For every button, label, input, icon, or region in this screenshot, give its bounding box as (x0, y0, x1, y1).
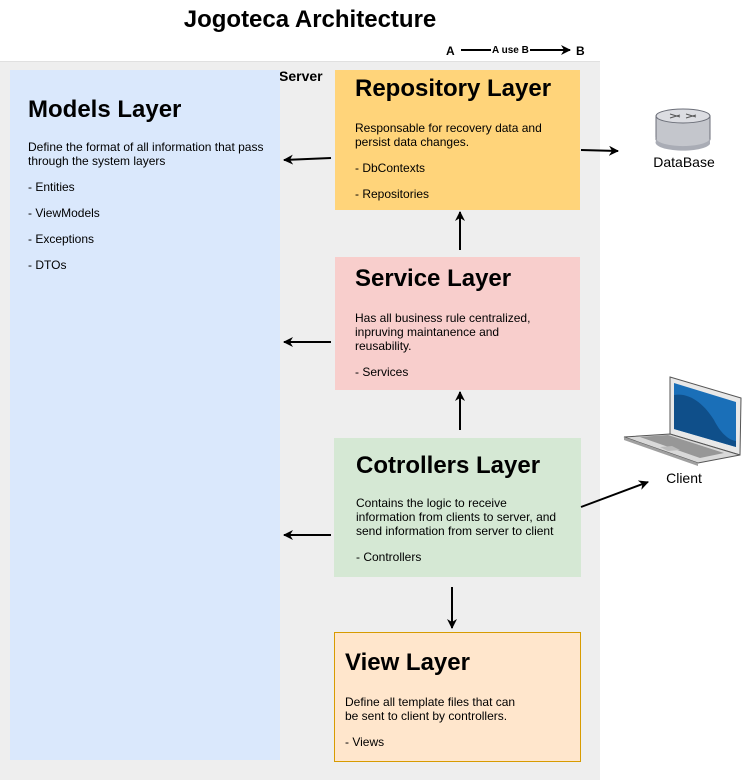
repository-layer-title: Repository Layer (355, 75, 552, 102)
models-item-viewmodels: - ViewModels (28, 205, 100, 220)
models-item-exceptions: - Exceptions (28, 231, 95, 246)
models-item-dtos: - DTOs (28, 257, 67, 272)
client-label: Client (666, 470, 702, 486)
view-layer-title: View Layer (345, 649, 470, 676)
arrow-controllers-to-client (580, 480, 649, 508)
server-label: Server (279, 68, 323, 84)
laptop-icon (623, 376, 742, 466)
view-item-views: - Views (345, 734, 385, 749)
repository-layer: Repository Layer Responsable for recover… (335, 70, 580, 210)
service-item-services: - Services (355, 364, 409, 379)
service-layer-title: Service Layer (355, 265, 512, 292)
view-layer-description: Define all template files that can be se… (345, 694, 516, 723)
models-layer-title: Models Layer (28, 96, 182, 123)
legend-text: A use B (491, 45, 530, 56)
arrow-repository-to-models (283, 154, 332, 165)
controllers-layer: Cotrollers Layer Contains the logic to r… (334, 438, 581, 577)
arrow-repository-to-database (580, 145, 619, 156)
models-layer: Models Layer Define the format of all in… (10, 70, 280, 760)
controllers-item-controllers: - Controllers (356, 549, 422, 564)
controllers-layer-title: Cotrollers Layer (356, 452, 541, 479)
controllers-layer-description: Contains the logic to receive informatio… (356, 495, 557, 538)
legend-target-label: B (576, 44, 585, 58)
models-item-entities: - Entities (28, 179, 75, 194)
repository-item-dbcontexts: - DbContexts (355, 160, 426, 175)
legend-source-label: A (446, 44, 455, 58)
service-layer: Service Layer Has all business rule cent… (335, 257, 580, 390)
repository-layer-description: Responsable for recovery data and persis… (355, 120, 542, 149)
models-layer-description: Define the format of all information tha… (28, 139, 264, 168)
diagram-title: Jogoteca Architecture (183, 6, 437, 33)
view-layer: View Layer Define all template files tha… (334, 632, 581, 762)
repository-item-repositories: - Repositories (355, 186, 430, 201)
database-label: DataBase (653, 154, 715, 170)
database-icon (655, 108, 711, 151)
service-layer-description: Has all business rule centralized, inpru… (355, 310, 531, 353)
